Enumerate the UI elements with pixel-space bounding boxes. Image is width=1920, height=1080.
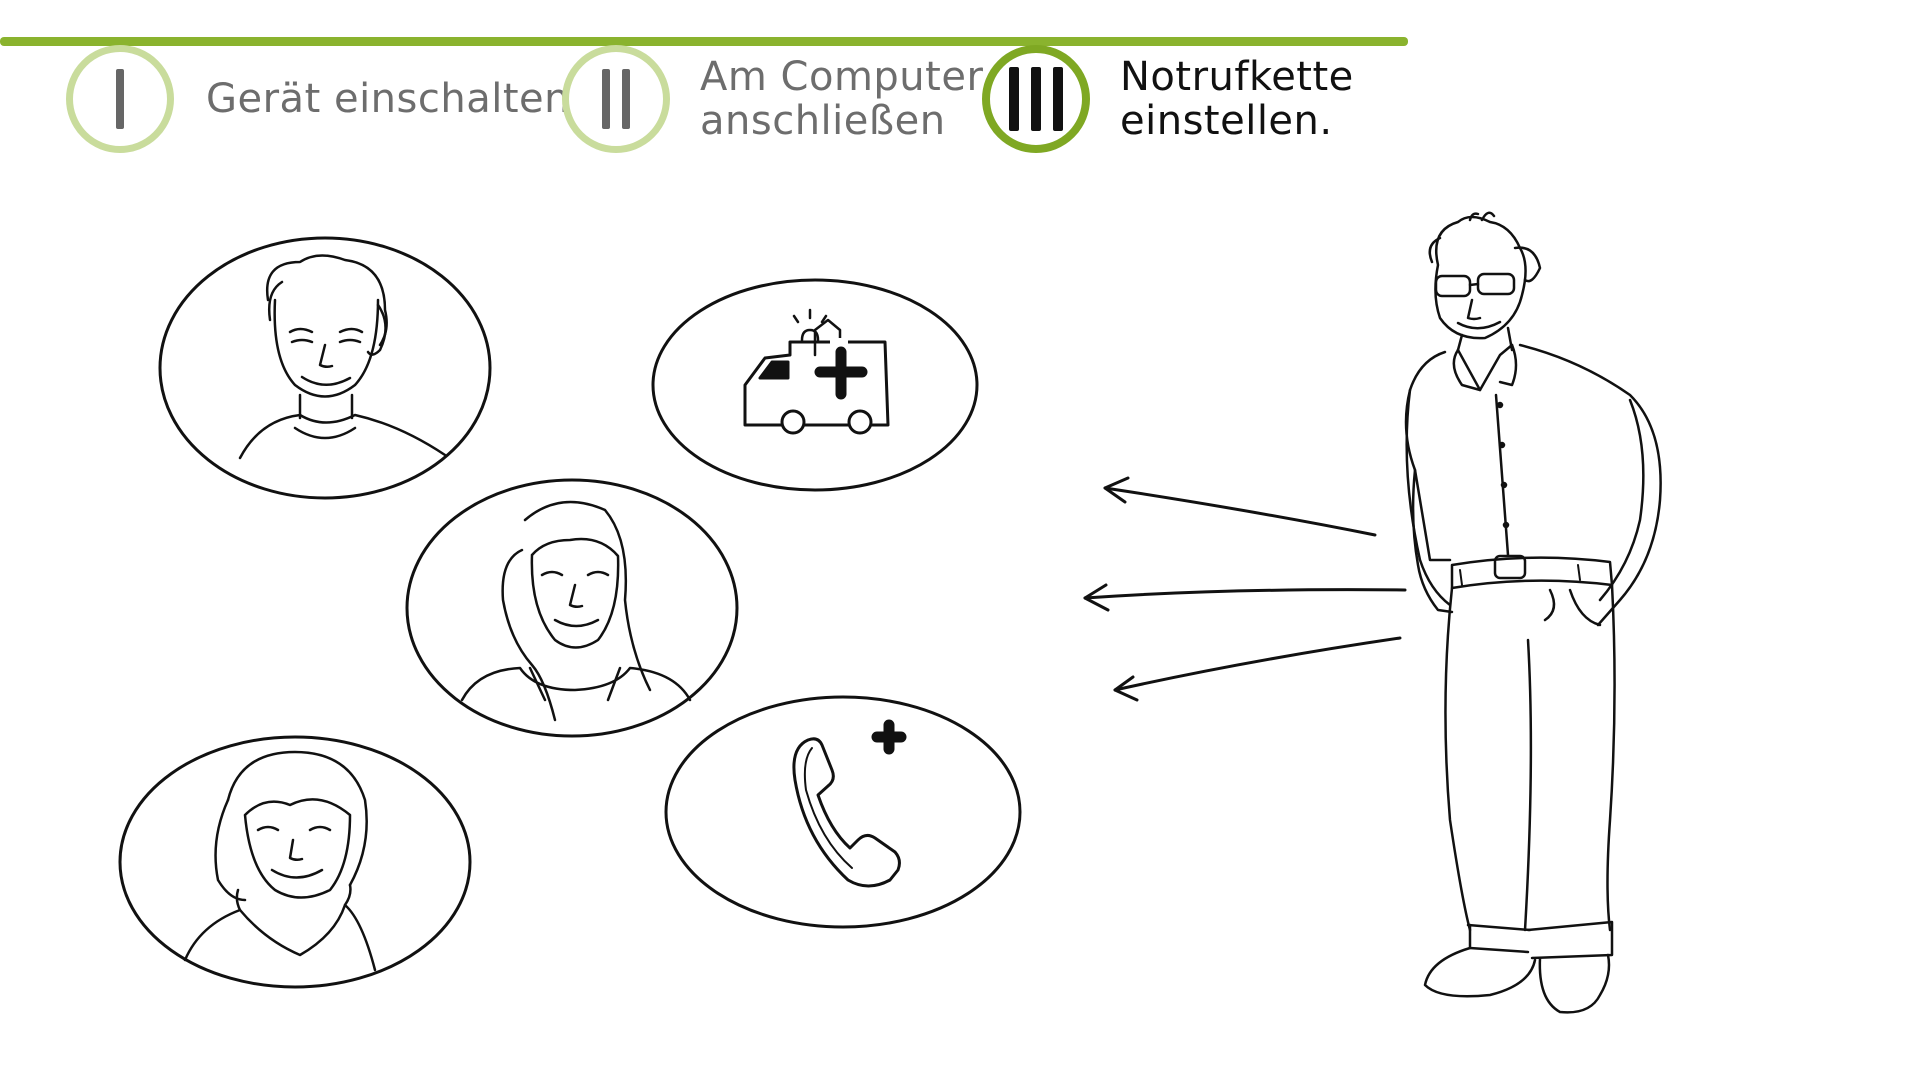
woman-portrait-icon [460, 500, 692, 722]
man-portrait-icon [238, 254, 447, 460]
arrow-left-icon [1083, 583, 1407, 612]
older-woman-portrait-icon [183, 750, 377, 972]
step-2-label-line-2: anschließen [700, 98, 946, 144]
contact-woman [405, 478, 739, 738]
contact-man [158, 236, 492, 500]
emergency-phone-icon [792, 719, 907, 888]
step-3-label: Notrufkette einstellen. [1120, 55, 1354, 143]
contact-emergency-phone [664, 695, 1022, 929]
step-1: Gerät einschalten [66, 44, 570, 154]
elderly-man-figure [1404, 211, 1662, 1014]
step-3-label-line-1: Notrufkette [1120, 54, 1354, 100]
step-1-circle [66, 45, 174, 153]
roman-numeral-one-icon [116, 69, 124, 129]
step-3: Notrufkette einstellen. [982, 44, 1354, 154]
step-1-label-line: Gerät einschalten [206, 76, 570, 122]
progress-line [0, 37, 1408, 46]
ambulance-icon [743, 308, 890, 435]
step-3-circle [982, 45, 1090, 153]
arrow-left-icon [1113, 636, 1402, 702]
step-3-label-line-2: einstellen. [1120, 98, 1333, 144]
roman-numeral-two-icon [602, 69, 630, 129]
roman-numeral-three-icon [1009, 67, 1063, 131]
contact-older-woman [118, 735, 472, 989]
connection-arrows [1083, 476, 1407, 702]
arrow-left-icon [1103, 476, 1377, 537]
step-2-label: Am Computer anschließen [700, 55, 983, 143]
step-1-label: Gerät einschalten [206, 77, 570, 121]
step-2-circle [562, 45, 670, 153]
step-2: Am Computer anschließen [562, 44, 983, 154]
step-2-label-line-1: Am Computer [700, 54, 984, 100]
contact-ambulance [651, 278, 979, 492]
